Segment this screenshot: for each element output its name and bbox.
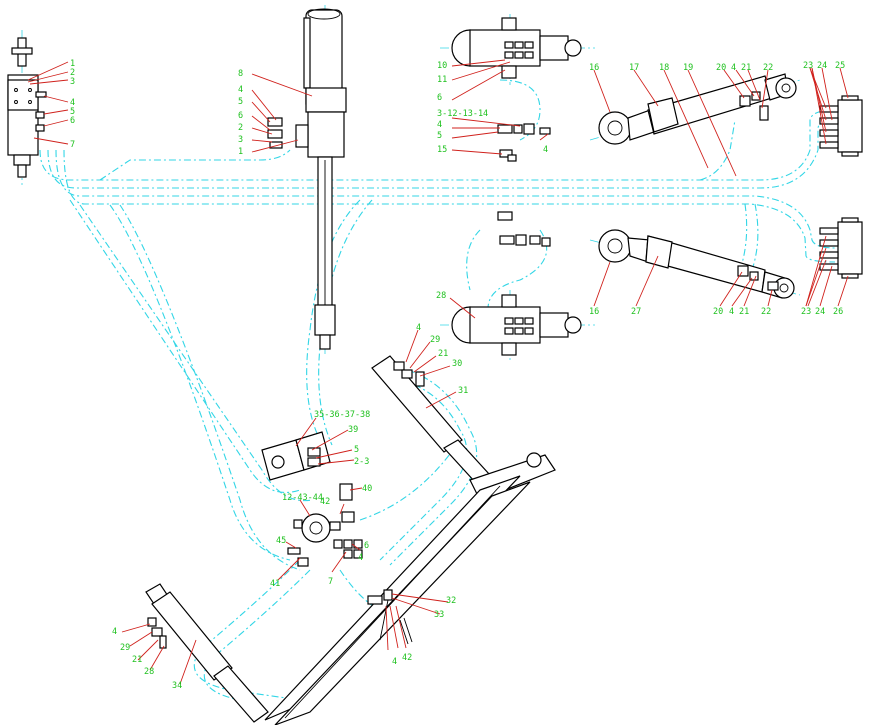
label-arm-29: 29 [430,335,440,345]
label-bottom-4b: 4 [392,657,397,667]
bottom-left-leaders [121,623,197,685]
label-upper-4: 4 [238,85,243,95]
label-right-upper-19: 19 [683,63,693,73]
arm-leaders [405,329,457,409]
label-mid-42: 42 [320,497,330,507]
left-small-cylinder [7,30,47,185]
label-mid-41: 41 [270,579,280,589]
label-tele-11: 11 [437,75,447,85]
label-mid-5: 5 [354,445,359,455]
label-right-upper-4: 4 [731,63,736,73]
middle-leaders [277,417,363,581]
hose-routing [39,79,836,701]
label-left-1: 1 [70,59,75,69]
label-mid-7: 7 [328,577,333,587]
bottom-center-fitting [367,589,413,645]
label-right-lower-22: 22 [761,307,771,317]
telescopic-leaders [451,59,549,155]
label-arm-4: 4 [416,323,421,333]
label-mid-2-3: 2-3 [354,457,369,467]
label-right-upper-24: 24 [817,61,827,71]
right-upper-cylinder [589,73,801,145]
label-right-lower-20: 20 [713,307,723,317]
label-tele-6: 6 [437,93,442,103]
label-upper-1: 1 [238,147,243,157]
label-bottom-42: 42 [402,653,412,663]
label-tele-15: 15 [437,145,447,155]
label-left-4: 4 [70,98,75,108]
label-bottom-28: 28 [144,667,154,677]
label-right-upper-25: 25 [835,61,845,71]
label-mid-39: 39 [348,425,358,435]
label-bottom-21: 21 [132,655,142,665]
label-mid-35-36-37-38: 35-36-37-38 [314,410,370,420]
label-mid-40: 40 [362,484,372,494]
label-right-upper-23: 23 [803,61,813,71]
label-bottom-4: 4 [112,627,117,637]
label-tele-3-12-13-14: 3-12-13-14 [437,109,488,119]
label-right-upper-20: 20 [716,63,726,73]
label-left-3: 3 [70,77,75,87]
right-lower-leaders [593,235,849,307]
label-tele-4b: 4 [543,145,548,155]
label-right-lower-27: 27 [631,307,641,317]
middle-rotary-joint [287,483,363,567]
label-upper-8: 8 [238,69,243,79]
label-bottom-32: 32 [446,596,456,606]
label-right-upper-16: 16 [589,63,599,73]
upper-vertical-cylinder [267,5,347,355]
label-right-lower-16: 16 [589,307,599,317]
label-upper-2: 2 [238,123,243,133]
label-left-5: 5 [70,107,75,117]
leader-tele-28 [449,297,476,319]
label-tele-4: 4 [437,120,442,130]
label-right-lower-23: 23 [801,307,811,317]
label-arm-30: 30 [452,359,462,369]
telescopic-cylinder-top [440,14,595,85]
label-right-lower-24: 24 [815,307,825,317]
label-arm-31: 31 [458,386,468,396]
label-upper-6: 6 [238,111,243,121]
middle-valve-block [261,431,331,481]
label-tele-5: 5 [437,131,442,141]
right-upper-leaders [593,67,849,177]
arm-cylinder [371,355,501,495]
label-mid-4: 4 [358,553,363,563]
label-right-lower-21: 21 [739,307,749,317]
label-right-upper-18: 18 [659,63,669,73]
bottom-left-cylinder [145,583,269,723]
label-left-7: 7 [70,140,75,150]
upper-cylinder-leaders [251,73,313,153]
label-mid-12-43-44: 12-43-44 [282,493,323,503]
right-lower-manifold [819,217,863,279]
label-right-upper-22: 22 [763,63,773,73]
label-left-6: 6 [70,116,75,126]
label-upper-5: 5 [238,97,243,107]
label-left-2: 2 [70,68,75,78]
label-bottom-34: 34 [172,681,182,691]
label-mid-45: 45 [276,536,286,546]
label-tele-10: 10 [437,61,447,71]
label-tele-28: 28 [436,291,446,301]
label-right-upper-21: 21 [741,63,751,73]
left-cylinder-leaders [27,61,69,145]
right-upper-manifold [819,95,863,157]
telescopic-cylinder-bottom [440,211,595,360]
label-bottom-33: 33 [434,610,444,620]
label-mid-6: 6 [364,541,369,551]
label-right-lower-26: 26 [833,307,843,317]
label-right-upper-17: 17 [629,63,639,73]
label-upper-3: 3 [238,135,243,145]
bottom-center-leaders [385,593,449,651]
telescopic-fittings-middle [497,123,551,162]
label-right-lower-4: 4 [729,307,734,317]
label-bottom-29: 29 [120,643,130,653]
right-lower-cylinder [589,229,801,299]
label-arm-21: 21 [438,349,448,359]
